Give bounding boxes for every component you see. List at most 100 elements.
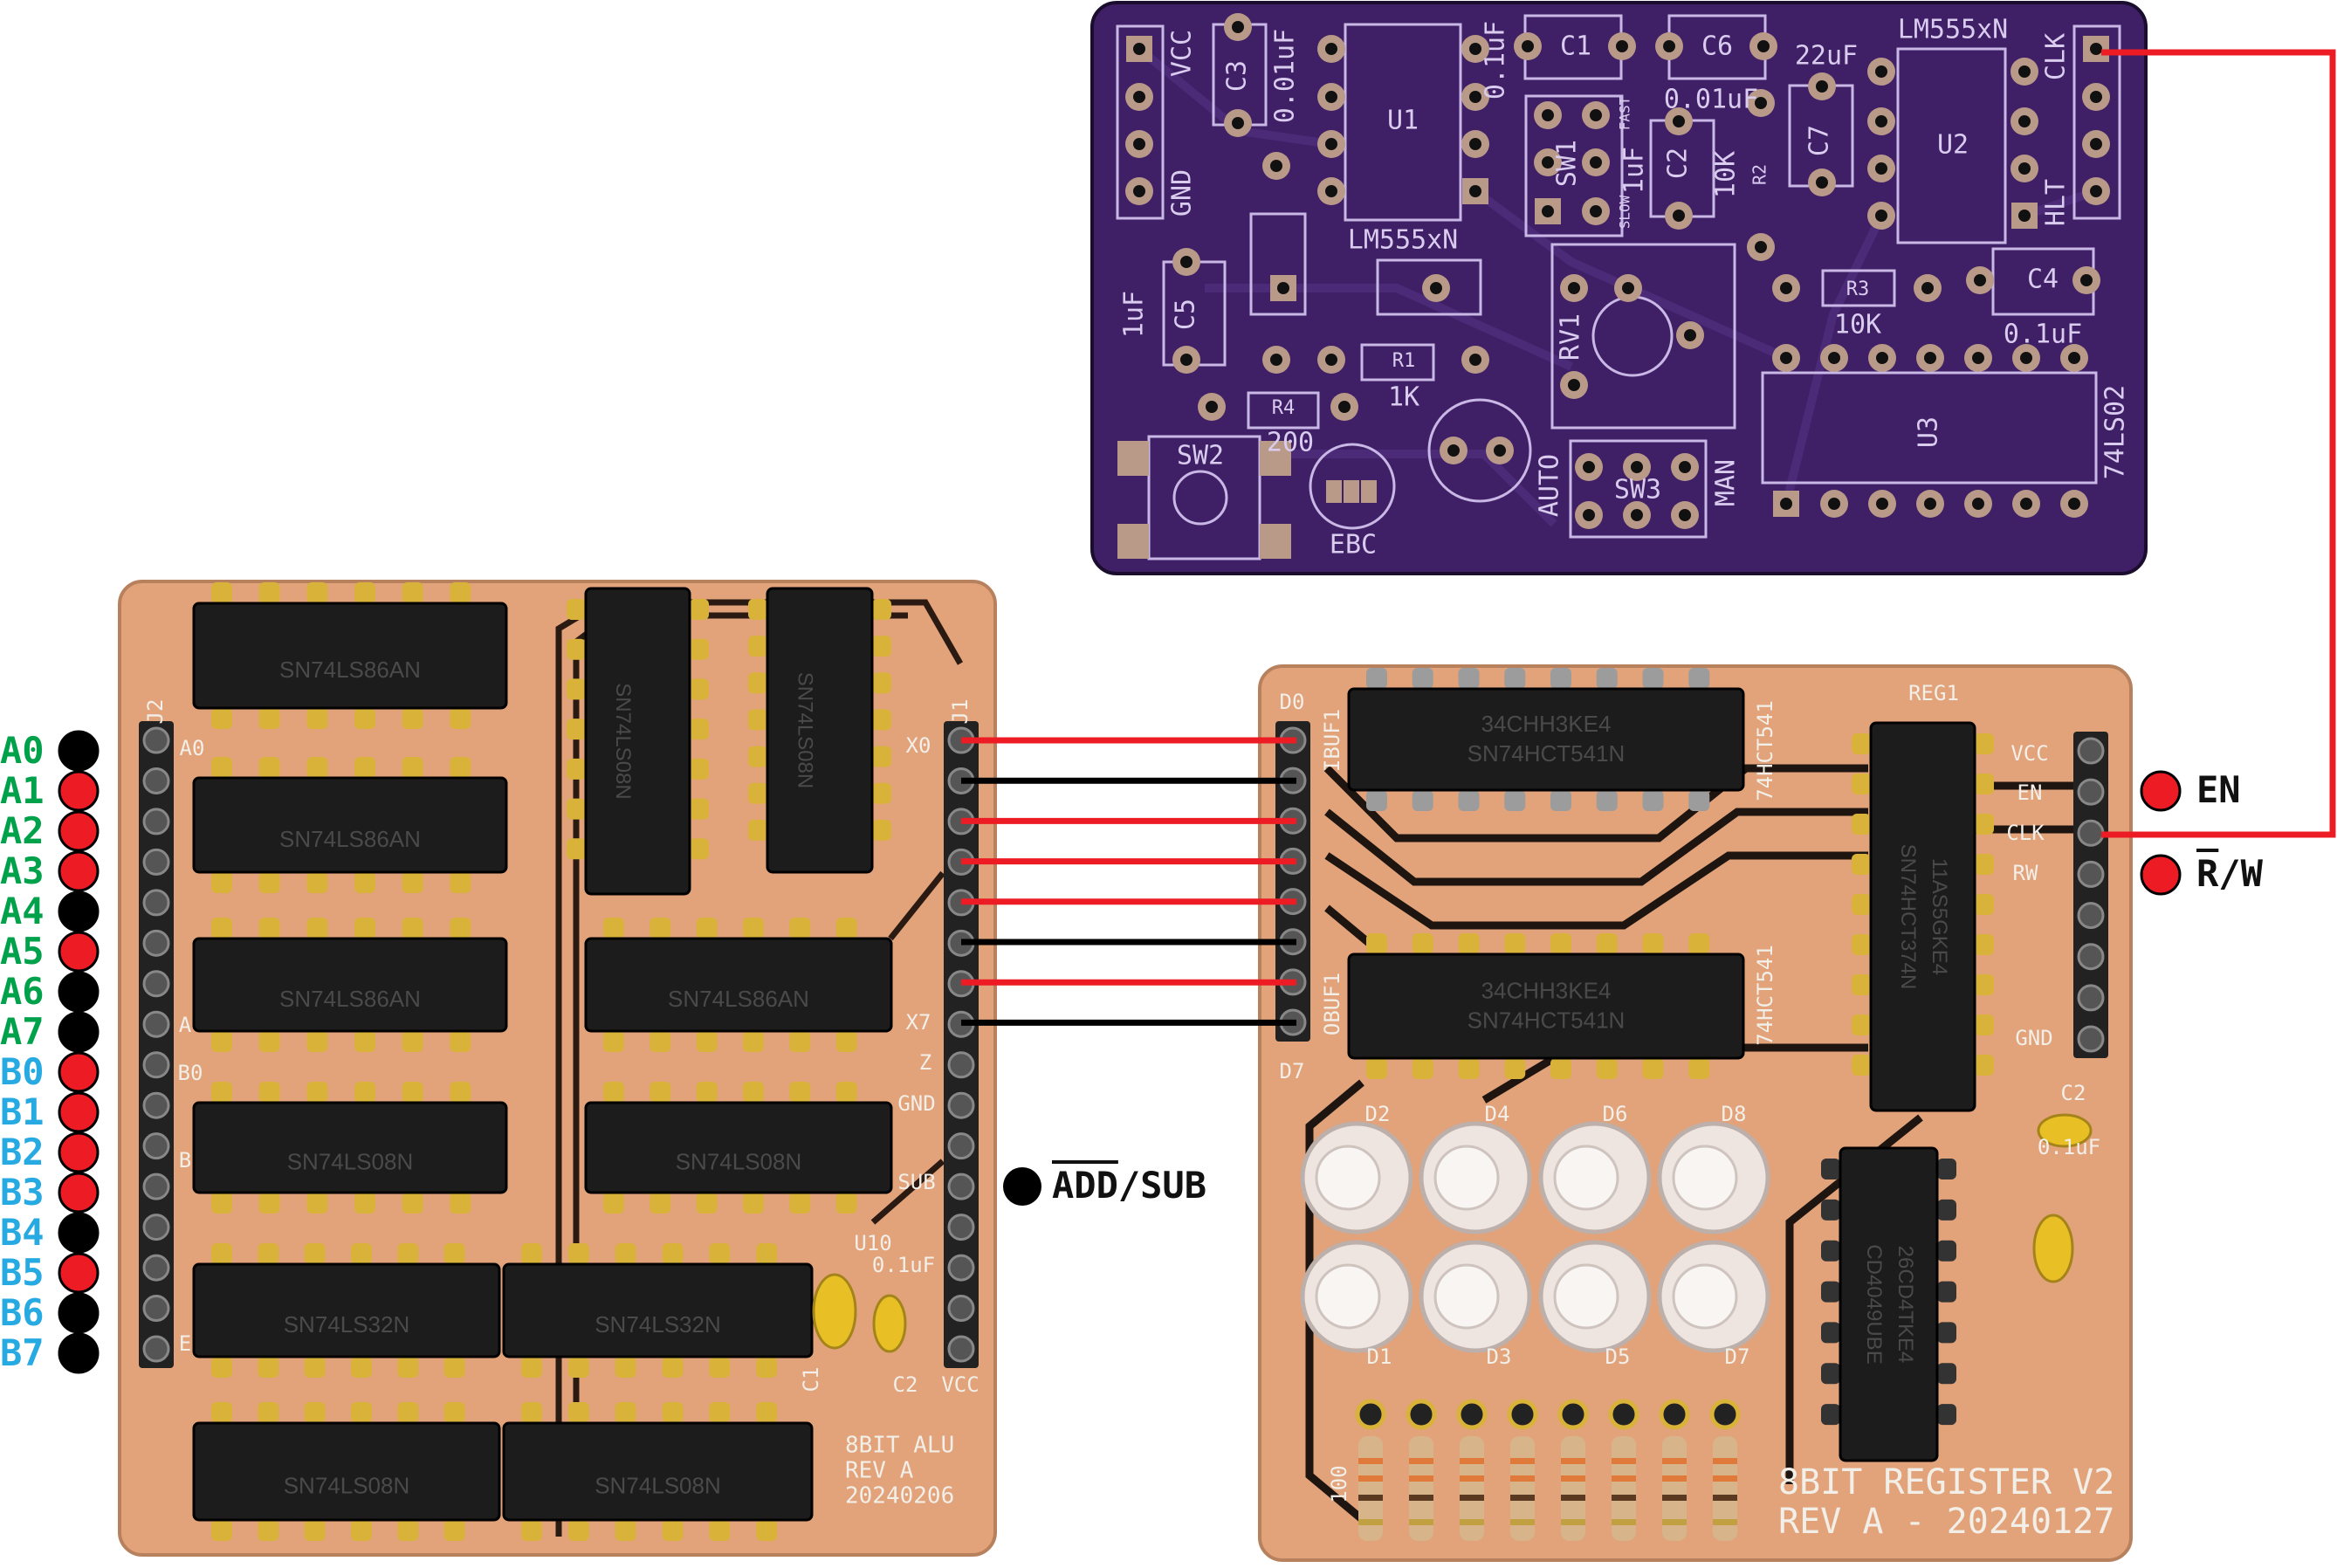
- led-lens: [1672, 1263, 1738, 1330]
- add-sub-state-dot: [1003, 1167, 1041, 1206]
- chip-marking: 26CD4TKE4: [1894, 1246, 1917, 1364]
- chip-pin: [306, 757, 328, 778]
- chip-marking: 11AS5GKE4: [1928, 858, 1951, 975]
- silkscreen-label: VCC: [1167, 30, 1198, 77]
- resistor-band: [1612, 1495, 1636, 1501]
- pad-hole: [1622, 282, 1634, 294]
- chip-pin: [1852, 854, 1871, 875]
- pad-hole: [1583, 461, 1595, 473]
- silkscreen-label: 0.01uF: [1270, 29, 1301, 123]
- chip-pin: [1366, 668, 1387, 689]
- silkscreen-label: R2: [1749, 164, 1770, 185]
- silkscreen-label: 1uF: [1619, 147, 1650, 194]
- chip-pin: [872, 819, 891, 841]
- chip-pin: [567, 1243, 589, 1264]
- input-label-a3: A3: [0, 849, 45, 892]
- chip-pin: [872, 709, 891, 731]
- chip-pin: [450, 1031, 471, 1052]
- chip-pin: [1642, 1058, 1664, 1079]
- transistor-pad: [1344, 480, 1359, 503]
- chip-pin: [443, 1520, 465, 1541]
- silkscreen-label: EN: [2017, 781, 2043, 805]
- resistor-band: [1561, 1495, 1585, 1501]
- chip-pin: [709, 1243, 731, 1264]
- chip-pin: [258, 1520, 279, 1541]
- chip-part-number: SN74LS08N: [284, 1472, 410, 1498]
- chip-pin: [743, 1193, 764, 1214]
- chip-marking: 34CHH3KE4: [1481, 711, 1612, 737]
- chip-pin: [1412, 668, 1433, 689]
- silkscreen-label: 0.1uF: [2004, 320, 2082, 350]
- header-pin: [142, 1051, 170, 1079]
- resistor-band: [1662, 1458, 1687, 1464]
- header-pin: [2077, 819, 2105, 847]
- pad-hole: [1469, 43, 1481, 55]
- ic-chip: [502, 1421, 814, 1522]
- chip-pin: [211, 1082, 232, 1103]
- pad-hole: [2090, 43, 2102, 55]
- silkscreen-label: EBC: [1330, 530, 1377, 560]
- silkscreen-label: VCC: [941, 1372, 979, 1397]
- silkscreen-label: B0: [178, 1061, 203, 1085]
- chip-pin: [1688, 668, 1710, 689]
- chip-pin: [1975, 1055, 1994, 1076]
- chip-pin: [1821, 1322, 1840, 1344]
- led-lens: [1433, 1263, 1500, 1330]
- chip-pin: [521, 1243, 542, 1264]
- chip-pin: [443, 1402, 465, 1423]
- header-pin: [142, 1132, 170, 1160]
- pad-hole: [1447, 444, 1460, 457]
- pad-hole: [2020, 352, 2032, 364]
- resistor-band: [1460, 1519, 1484, 1525]
- chip-pin: [1975, 1014, 1994, 1035]
- chip-pin: [1366, 790, 1387, 811]
- silkscreen-label: SUB: [897, 1170, 935, 1194]
- pad-hole: [1679, 461, 1691, 473]
- chip-pin: [1596, 790, 1618, 811]
- chip-pin: [1937, 1322, 1956, 1344]
- chip-pin: [690, 798, 709, 820]
- resistor-band: [1561, 1519, 1585, 1525]
- pad-hole: [1325, 185, 1337, 197]
- pad-hole: [1816, 176, 1828, 189]
- ic-chip: [766, 587, 874, 874]
- input-label-b6: B6: [0, 1291, 45, 1334]
- silkscreen-label: C3: [1222, 60, 1253, 92]
- resistor-band: [1612, 1458, 1636, 1464]
- header-pin: [2077, 984, 2105, 1012]
- chip-pin: [650, 918, 671, 939]
- chip-pin: [1852, 1055, 1871, 1076]
- pad-hole: [1755, 241, 1767, 253]
- silkscreen-label: IBUF1: [1320, 709, 1344, 772]
- silkscreen-label: SW3: [1614, 475, 1661, 505]
- silkscreen-label: 0.1uF: [1481, 21, 1511, 100]
- chip-pin: [650, 1082, 671, 1103]
- chip-pin: [748, 672, 767, 694]
- input-label-a4: A4: [0, 890, 45, 932]
- chip-pin: [567, 719, 586, 740]
- switch-pad: [1117, 441, 1149, 476]
- pad-hole: [1972, 498, 1984, 510]
- input-label-b5: B5: [0, 1251, 45, 1294]
- ic-chip: [192, 776, 508, 874]
- alu-board: SN74LS86ANSN74LS86ANSN74LS86ANSN74LS08NS…: [118, 580, 997, 1557]
- input-label-a0: A0: [0, 729, 45, 772]
- r-label: R: [2196, 852, 2219, 895]
- header-pin: [2077, 860, 2105, 888]
- resistor-band: [1409, 1458, 1433, 1464]
- chip-pin: [450, 757, 471, 778]
- silkscreen-label: OBUF1: [1320, 973, 1344, 1035]
- silkscreen-label: LM555xN: [1898, 15, 2008, 45]
- chip-pin: [351, 1357, 372, 1378]
- header-pin: [947, 1295, 975, 1323]
- resistor-band: [1662, 1495, 1687, 1501]
- input-dot-a1: [58, 770, 100, 812]
- chip-pin: [615, 1357, 636, 1378]
- resistor-band: [1510, 1475, 1535, 1482]
- switch-pad: [1260, 524, 1291, 559]
- chip-pin: [1937, 1159, 1956, 1179]
- chip-pin: [662, 1243, 684, 1264]
- chip-pin: [1975, 974, 1994, 995]
- pad-hole: [1180, 256, 1193, 268]
